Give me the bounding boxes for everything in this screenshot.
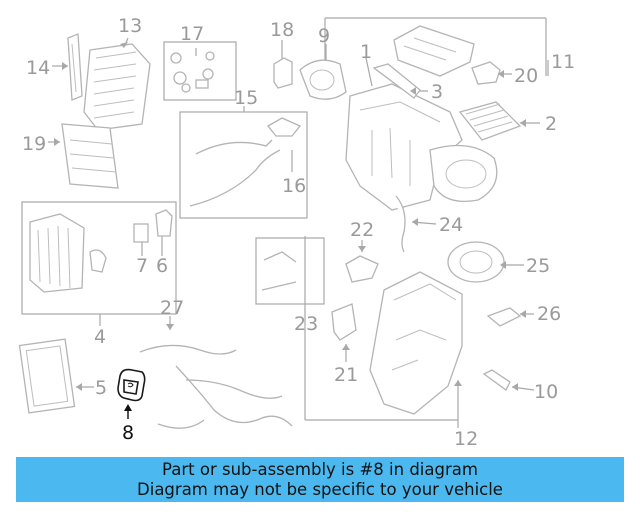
part-20-actuator	[471, 61, 501, 85]
callout-7: 7	[136, 255, 148, 277]
callout-20: 20	[514, 65, 538, 87]
box-group-23	[255, 237, 325, 305]
part-4-evaporator	[29, 213, 107, 293]
part-16-fittings	[267, 117, 302, 137]
part-8-highlighted	[117, 368, 146, 402]
part-5-gasket	[18, 338, 76, 414]
arrowhead-8	[124, 404, 132, 411]
part-10-sensor	[482, 369, 511, 391]
arrowheads	[54, 42, 526, 391]
callout-2: 2	[545, 113, 557, 135]
callout-11: 11	[551, 51, 575, 73]
callout-13: 13	[118, 15, 142, 37]
part-15-pipes	[189, 139, 281, 207]
part-21-bracket	[331, 303, 357, 341]
banner-line-2: Diagram may not be specific to your vehi…	[137, 479, 503, 499]
callout-16: 16	[282, 175, 306, 197]
part-23-linkage	[261, 251, 297, 291]
callout-4: 4	[94, 326, 106, 348]
callout-17: 17	[180, 23, 204, 45]
part-14-strip	[67, 33, 83, 101]
callout-19: 19	[22, 133, 46, 155]
callout-21: 21	[334, 364, 358, 386]
box-group-17	[163, 41, 237, 101]
callout-12: 12	[454, 428, 478, 450]
part-25-blower	[447, 241, 505, 283]
part-18-sensor	[273, 57, 293, 89]
callout-5: 5	[95, 377, 107, 399]
callout-18: 18	[270, 19, 294, 41]
callout-23: 23	[294, 313, 318, 335]
part-3-bracket	[372, 63, 421, 99]
part-17-clips	[170, 51, 215, 93]
callout-6: 6	[156, 255, 168, 277]
part-2-filter	[458, 101, 522, 141]
part-7-seal	[133, 223, 149, 243]
box-group-4	[21, 201, 177, 315]
part-12-housing-lower	[369, 271, 463, 415]
info-banner: Part or sub-assembly is #8 in diagram Di…	[16, 457, 624, 502]
bracket-main-assembly	[304, 17, 547, 421]
part-6-valve	[155, 209, 173, 237]
part-24-tube	[395, 195, 406, 253]
part-9-flap	[299, 59, 347, 100]
callout-26: 26	[537, 303, 561, 325]
callout-10: 10	[534, 381, 558, 403]
callout-15: 15	[234, 87, 258, 109]
part-11-duct	[393, 25, 475, 77]
callout-8: 8	[122, 422, 134, 444]
callout-27: 27	[160, 297, 184, 319]
callout-numbers: 1 2 3 4 5 6 7 8 9 10 11 12 13 14 15 16 1…	[22, 15, 575, 450]
callout-3: 3	[431, 81, 443, 103]
callout-1: 1	[360, 41, 372, 63]
part-26-resistor	[486, 307, 522, 327]
part-22-actuator	[345, 255, 379, 283]
part-13-core	[83, 43, 151, 131]
callout-22: 22	[350, 219, 374, 241]
callout-14: 14	[26, 57, 50, 79]
part-27-harness	[139, 344, 293, 429]
callout-25: 25	[526, 255, 550, 277]
part-19-radiator	[61, 123, 119, 189]
part-1-heater-housing	[345, 83, 498, 211]
callout-24: 24	[439, 214, 463, 236]
banner-line-1: Part or sub-assembly is #8 in diagram	[162, 459, 478, 479]
callout-9: 9	[318, 25, 330, 47]
